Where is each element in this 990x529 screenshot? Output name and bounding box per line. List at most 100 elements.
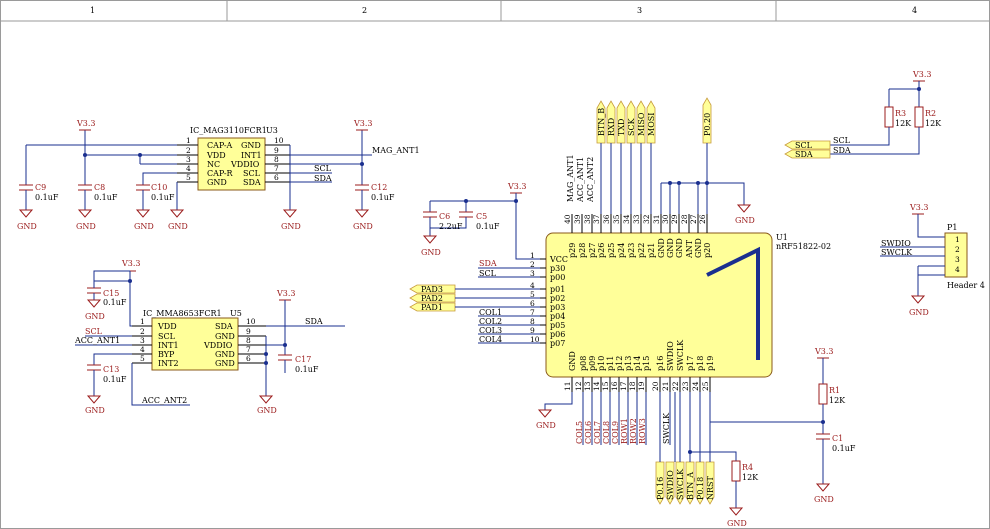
u1-pin-name: GND bbox=[675, 238, 684, 258]
c13-value: 0.1uF bbox=[103, 375, 127, 384]
u1-pin-name: p12 bbox=[615, 356, 624, 371]
u3-pin-num: 9 bbox=[274, 146, 279, 155]
u1-net-col7: COL7 bbox=[593, 421, 602, 444]
column-2-label: 2 bbox=[362, 6, 367, 15]
c6-value: 2.2uF bbox=[439, 222, 463, 231]
c1-value: 0.1uF bbox=[832, 444, 856, 453]
p1-pin-num: 3 bbox=[955, 255, 960, 264]
flag-sda: SDA bbox=[795, 150, 813, 159]
r3-value: 12K bbox=[895, 119, 912, 128]
u3-part: IC_MAG3110FCR1 bbox=[190, 126, 267, 135]
gnd-label: GND bbox=[353, 222, 373, 231]
u1-pin-name: VCC bbox=[549, 255, 568, 264]
u1-pin-num: 12 bbox=[574, 381, 583, 391]
u1-pin-name: p13 bbox=[624, 356, 633, 371]
caps-top: C9 0.1uF C8 0.1uF C10 0.1uF C12 0.1uF bbox=[19, 183, 395, 210]
u1-pin-name: p24 bbox=[617, 243, 626, 258]
c1-ref: C1 bbox=[832, 434, 843, 443]
p1-net-swclk: SWCLK bbox=[881, 248, 913, 257]
u1-pin-num: 38 bbox=[583, 214, 592, 224]
c5-ref: C5 bbox=[476, 212, 487, 221]
u1-pin-num: 23 bbox=[681, 381, 690, 391]
u1-net-col5: COL5 bbox=[575, 421, 584, 444]
gnd-label: GND bbox=[814, 495, 834, 504]
c15-value: 0.1uF bbox=[103, 298, 127, 307]
u1-pin-name: GND bbox=[694, 238, 703, 258]
u1-pin-name: p18 bbox=[696, 356, 705, 371]
u1-pin-name: p05 bbox=[550, 321, 565, 330]
flag-mosi: MOSI bbox=[647, 113, 656, 136]
u1-pin-num: 24 bbox=[691, 381, 700, 391]
u3-net-sda: SDA bbox=[314, 174, 332, 183]
column-1-label: 1 bbox=[90, 6, 95, 15]
u1-pin-num: 28 bbox=[680, 214, 689, 224]
u5-pin-num: 4 bbox=[140, 345, 145, 354]
reset-circuit: V3.3 R1 12K C1 0.1uF GND R4 12K GND bbox=[688, 347, 856, 528]
flag-nrst: NRST bbox=[706, 475, 715, 500]
u5-pin-num: 7 bbox=[246, 345, 251, 354]
power-symbols-top: V3.3 V3.3 bbox=[76, 119, 373, 131]
u3-pin-name: GND bbox=[241, 141, 261, 150]
u1-pin-num: 19 bbox=[637, 381, 646, 391]
u1-pin-name: GND bbox=[666, 238, 675, 258]
u1-net-scl: SCL bbox=[479, 269, 497, 278]
v33-label: V3.3 bbox=[121, 259, 141, 268]
p1-pin-num: 2 bbox=[955, 245, 960, 254]
u1-pin-name: p25 bbox=[607, 243, 616, 258]
r4-ref: R4 bbox=[742, 463, 753, 472]
u5-pin-name: SCL bbox=[158, 332, 176, 341]
u1-pin-name: p03 bbox=[550, 303, 565, 312]
p1-body bbox=[944, 232, 968, 278]
u1-pin-name: p07 bbox=[550, 339, 565, 348]
u1-net-acc-ant1: ACC_ANT1 bbox=[576, 157, 585, 203]
flag-btn-a: BTN_A bbox=[686, 472, 695, 500]
c6-ref: C6 bbox=[439, 212, 450, 221]
flag-pad3: PAD3 bbox=[421, 285, 443, 294]
u1-pin-name: p26 bbox=[597, 243, 606, 258]
u1-pin-num: 29 bbox=[670, 214, 679, 224]
u1-pin-num: 4 bbox=[530, 281, 535, 290]
u5-pin-num: 8 bbox=[246, 336, 251, 345]
u1-pin-name: p22 bbox=[637, 243, 646, 258]
u5-net-acc-ant1: ACC_ANT1 bbox=[74, 336, 120, 345]
u5-pin-name: VDDIO bbox=[203, 341, 233, 350]
u5-pin-name: GND bbox=[215, 359, 235, 368]
r2-value: 12K bbox=[925, 119, 942, 128]
u5-net-sda: SDA bbox=[305, 317, 323, 326]
gnd-label: GND bbox=[17, 222, 37, 231]
u3-pin-name: SDA bbox=[243, 178, 261, 187]
u3-pin-name: GND bbox=[207, 178, 227, 187]
u1-top-flags: BTN_B RXD TXD SCK MISO MOSI P0.20 bbox=[596, 97, 712, 144]
u1-net-swclk: SWCLK bbox=[662, 412, 671, 444]
u1-pin-name: p11 bbox=[606, 356, 615, 371]
u5-part: IC_MMA8653FCR1 bbox=[143, 309, 222, 318]
flag-scl: SCL bbox=[795, 141, 813, 150]
u1-net-row3: ROW3 bbox=[638, 418, 647, 444]
u5-pin-name: GND bbox=[215, 332, 235, 341]
u1-pin-name: p28 bbox=[578, 243, 587, 258]
u1-pin-num: 5 bbox=[530, 290, 535, 299]
u1-pin1-marker bbox=[706, 246, 760, 360]
u5-pin-num: 2 bbox=[140, 327, 145, 336]
c10-value: 0.1uF bbox=[151, 193, 175, 202]
u1-pin-name: p27 bbox=[588, 243, 597, 258]
gnd-label: GND bbox=[727, 519, 747, 528]
p1-ref: P1 bbox=[947, 223, 957, 232]
u1-pin-num: 40 bbox=[563, 214, 572, 224]
gnd-label: GND bbox=[134, 222, 154, 231]
i2c-pullups: V3.3 R3 12K R2 12K SCL SDA SCL SDA bbox=[784, 70, 942, 159]
u1-pin-name: p06 bbox=[550, 330, 565, 339]
u5-pin-name: GND bbox=[215, 350, 235, 359]
u1-pin-name: p14 bbox=[633, 356, 642, 371]
u3-net-mag-ant1: MAG_ANT1 bbox=[372, 146, 420, 155]
gnd-label: GND bbox=[735, 216, 755, 225]
u1-pin-num: 18 bbox=[628, 381, 637, 391]
u3-pin-num: 2 bbox=[186, 146, 191, 155]
u3-pin-name: INT1 bbox=[241, 151, 262, 160]
u5-pin-num: 10 bbox=[246, 317, 256, 326]
u5-pin-num: 9 bbox=[246, 327, 251, 336]
u1-decoupling: V3.3 C6 2.2uF C5 0.1uF GND bbox=[421, 182, 540, 260]
